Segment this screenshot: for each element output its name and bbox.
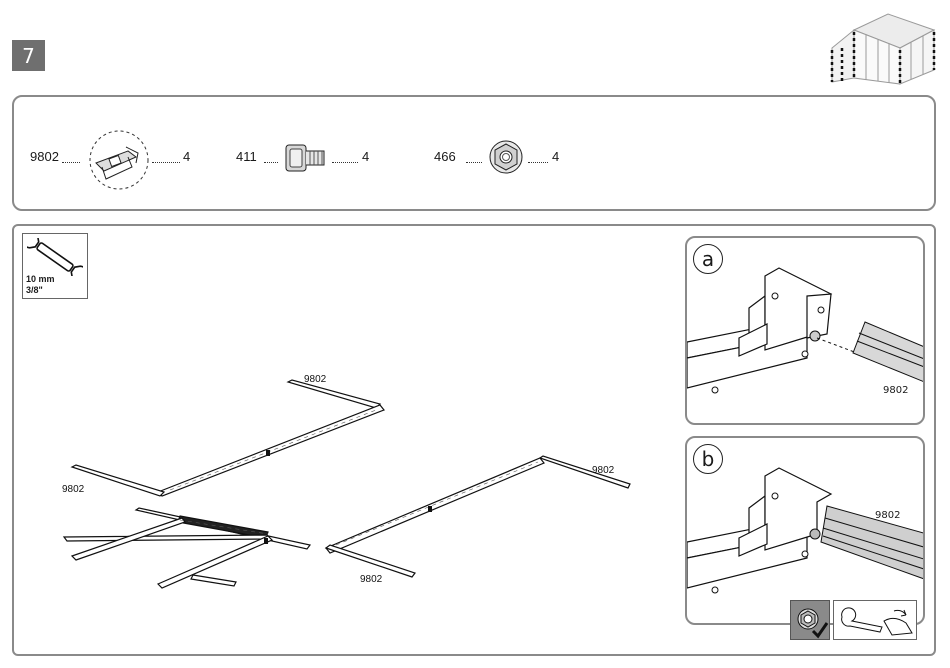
part-item: 9802 4 [30,97,200,213]
part-label: 9802 [883,385,908,396]
leader-line [528,162,548,163]
part-item: 466 4 [434,97,584,213]
frame-rail [158,405,384,496]
frame-rail [288,380,380,408]
part-item: 411 4 [236,97,386,213]
leader-line [152,162,180,163]
diagram-label: 9802 [62,484,85,495]
leader-line [466,162,482,163]
tool-required-box: 10 mm 3/8" [22,233,88,299]
frame-rail [540,456,630,488]
leader-line [264,162,278,163]
part-quantity: 4 [552,149,559,164]
detail-b-illustration [687,438,925,625]
frame-rail [326,458,544,553]
diagram-label: 9802 [592,465,615,476]
tightened-nut-check-icon [790,600,830,640]
detail-letter: a [693,244,723,274]
step-number-badge: 7 [12,40,45,71]
frame-rail [326,545,415,577]
frame-rail [72,465,164,496]
part-quantity: 4 [362,149,369,164]
leader-line [332,162,358,163]
part-quantity: 4 [183,149,190,164]
square-bolt-icon [284,141,328,175]
wrench-size-mm: 10 mm [26,274,55,284]
part-label: 9802 [875,510,900,521]
greenhouse-thumbnail-icon [828,8,940,88]
frame-rail [191,575,236,586]
flange-nut-icon [488,139,524,175]
diagram-label: 9802 [360,574,383,585]
part-code: 411 [236,149,257,164]
detail-a-illustration [687,238,925,425]
frame-rail [64,535,270,541]
wrench-size-in: 3/8" [26,285,43,295]
detail-b-panel: b 9802 [685,436,925,625]
part-code: 466 [434,149,456,164]
parts-list-panel: 9802 4 411 4 466 [12,95,936,211]
connector-clip-icon [88,129,150,191]
diagram-label: 9802 [304,374,327,385]
detail-letter: b [693,444,723,474]
detail-a-panel: a 9802 [685,236,925,425]
part-code: 9802 [30,149,59,164]
leader-line [62,162,80,163]
wrench-icon [27,238,83,276]
base-frame-diagram: 9802 9802 9802 9802 [40,360,650,600]
hand-wrench-icon [833,600,917,640]
